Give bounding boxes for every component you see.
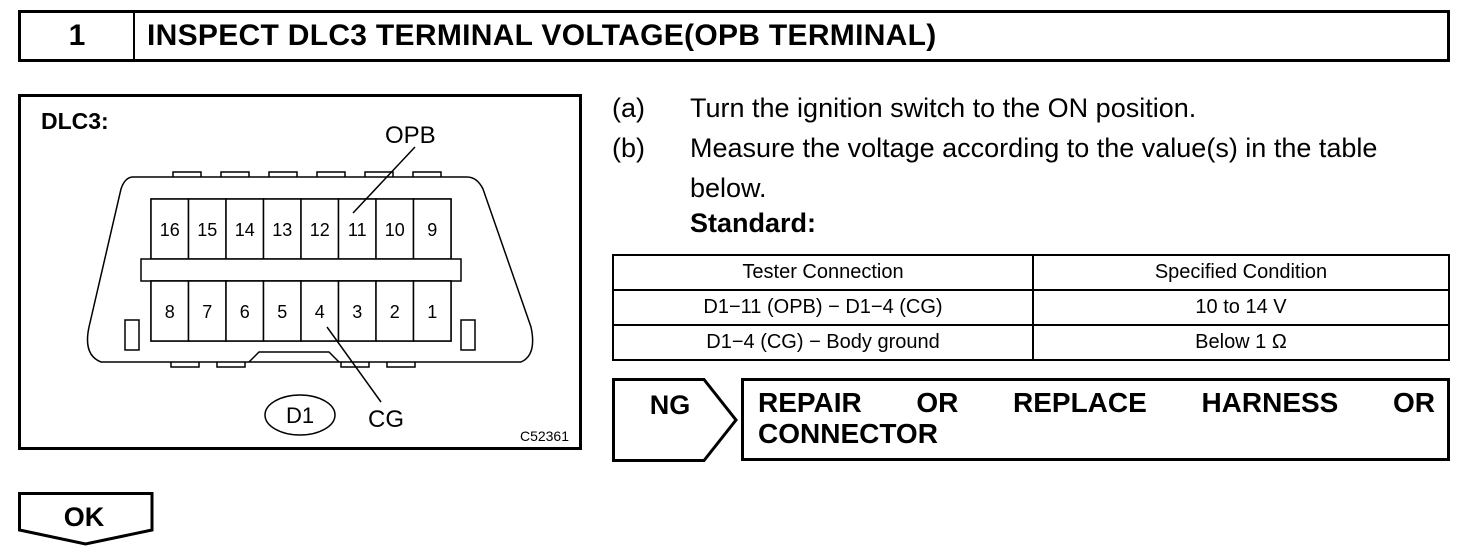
- bottom-pin-row: 8 7 6 5 4 3 2 1: [150, 280, 452, 342]
- step-b-text-line2: below.: [690, 173, 767, 203]
- right-slot: [460, 319, 476, 351]
- connector-pin-number: 8: [165, 302, 175, 322]
- opb-leader-line: [352, 146, 416, 214]
- figure-code: C52361: [520, 428, 569, 444]
- connector-pin-number: 9: [427, 220, 437, 240]
- connector-pin-number: 15: [197, 220, 217, 240]
- connector-pin-cell: [262, 280, 302, 342]
- step-number: 1: [21, 13, 135, 59]
- ng-action-word: HARNESS: [1201, 387, 1339, 418]
- connector-pin-cell: [300, 198, 340, 260]
- ng-action-word: OR: [1393, 387, 1435, 418]
- connector-pin-number: 13: [272, 220, 292, 240]
- connector-pin-number: 10: [385, 220, 405, 240]
- table-header-row: Tester Connection Specified Condition: [612, 254, 1450, 291]
- connector-pin-cell: [375, 280, 415, 342]
- table-cell: D1−4 (CG) − Body ground: [612, 324, 1034, 361]
- connector-pin-number: 14: [235, 220, 255, 240]
- ng-action-word: REPAIR: [758, 387, 862, 418]
- step-header: 1 INSPECT DLC3 TERMINAL VOLTAGE(OPB TERM…: [18, 10, 1450, 62]
- ng-action-word: OR: [916, 387, 959, 418]
- connector-pin-cell: [300, 280, 340, 342]
- step-a-text: Turn the ignition switch to the ON posit…: [690, 93, 1197, 123]
- spec-table: Tester Connection Specified Condition D1…: [612, 254, 1450, 361]
- dlc3-figure: 16 15 14 13 12 11 10 9 8 7 6 5 4 3 2 1 DLC3: OPB CG D1…: [18, 94, 582, 450]
- standard-label: Standard:: [690, 208, 817, 238]
- table-cell: D1−11 (OPB) − D1−4 (CG): [612, 289, 1034, 326]
- cg-leader-line: [326, 326, 382, 403]
- connector-pin-number: 11: [348, 220, 367, 240]
- connector-pin-cell: [412, 198, 452, 260]
- step-b-marker: (b): [612, 133, 645, 163]
- ng-action-line2: CONNECTOR: [758, 418, 938, 449]
- dlc3-connector-diagram: 16 15 14 13 12 11 10 9 8 7 6 5 4 3 2 1 DLC3: OPB CG D1…: [41, 108, 569, 444]
- connector-pin-number: 2: [390, 302, 400, 322]
- table-row: D1−4 (CG) − Body ground Below 1 Ω: [612, 324, 1450, 361]
- ok-tag: OK: [18, 492, 158, 555]
- connector-pin-cell: [412, 280, 452, 342]
- connector-pin-number: 6: [240, 302, 250, 322]
- ng-label: NG: [650, 390, 691, 420]
- ng-tag: NG: [612, 378, 744, 467]
- connector-id-badge: [264, 394, 336, 436]
- table-header-cell: Tester Connection: [612, 254, 1034, 291]
- step-title: INSPECT DLC3 TERMINAL VOLTAGE(OPB TERMIN…: [147, 19, 937, 52]
- table-row: D1−11 (OPB) − D1−4 (CG) 10 to 14 V: [612, 289, 1450, 326]
- ng-action-word: REPLACE: [1013, 387, 1147, 418]
- cg-label: CG: [368, 406, 404, 433]
- table-cell: Below 1 Ω: [1032, 324, 1450, 361]
- connector-pin-number: 16: [160, 220, 180, 240]
- connector-pin-number: 5: [277, 302, 287, 322]
- connector-id: D1: [286, 403, 314, 428]
- step-a-marker: (a): [612, 93, 645, 123]
- left-slot: [124, 319, 140, 351]
- step-b-text-line1: Measure the voltage according to the val…: [690, 133, 1378, 163]
- table-cell: 10 to 14 V: [1032, 289, 1450, 326]
- connector-pin-number: 7: [202, 302, 212, 322]
- top-pin-row: 16 15 14 13 12 11 10 9: [150, 198, 452, 260]
- connector-pin-number: 1: [427, 302, 437, 322]
- opb-label: OPB: [385, 122, 436, 149]
- figure-title: DLC3:: [41, 108, 109, 134]
- connector-pin-number: 12: [310, 220, 330, 240]
- connector-pin-cell: [225, 198, 265, 260]
- ok-label: OK: [64, 502, 105, 532]
- table-header-cell: Specified Condition: [1032, 254, 1450, 291]
- connector-center-bar: [140, 258, 462, 282]
- connector-pin-number: 4: [315, 302, 325, 322]
- connector-pin-number: 3: [352, 302, 362, 322]
- ng-action-line1: REPAIR OR REPLACE HARNESS OR: [758, 387, 1435, 418]
- connector-pin-cell: [187, 198, 227, 260]
- connector-pin-cell: [187, 280, 227, 342]
- ng-action-box: REPAIR OR REPLACE HARNESS OR CONNECTOR: [741, 378, 1450, 461]
